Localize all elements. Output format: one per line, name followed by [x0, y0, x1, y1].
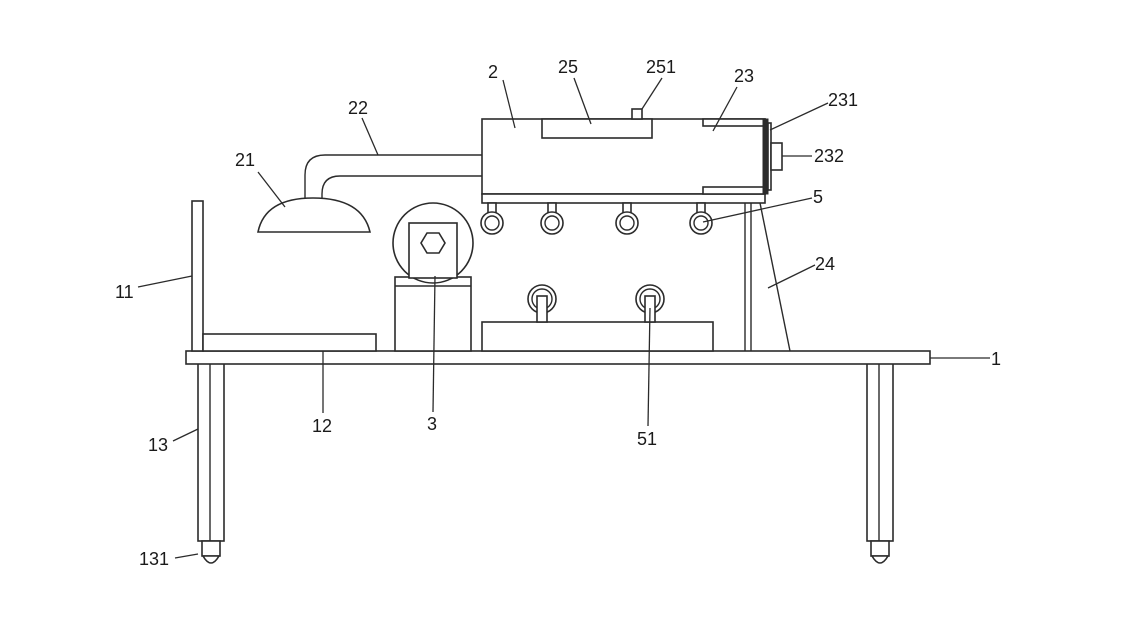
label-13: 13 — [148, 435, 168, 455]
label-25: 25 — [558, 57, 578, 77]
exhaust-duct — [304, 154, 482, 200]
label-12: 12 — [312, 416, 332, 436]
top-roller-2 — [540, 202, 564, 235]
top-roller-4 — [689, 202, 713, 235]
right-leg — [866, 362, 894, 564]
label-22: 22 — [348, 98, 368, 118]
label-24: 24 — [815, 254, 835, 274]
label-2: 2 — [488, 62, 498, 82]
suction-hood — [257, 197, 372, 233]
upper-housing — [481, 108, 783, 204]
support-frame — [744, 202, 791, 352]
table-top — [185, 350, 931, 365]
label-23: 23 — [734, 66, 754, 86]
top-roller-1 — [480, 202, 504, 235]
label-251: 251 — [646, 57, 676, 77]
label-51: 51 — [637, 429, 657, 449]
bottom-roller-left — [527, 284, 557, 323]
left-leg — [197, 362, 225, 564]
label-131: 131 — [139, 549, 169, 569]
top-roller-3 — [615, 202, 639, 235]
lower-platform — [481, 321, 714, 352]
label-231: 231 — [828, 90, 858, 110]
label-1: 1 — [991, 349, 1001, 369]
motor-assembly — [392, 202, 474, 352]
leader-lines — [137, 77, 990, 559]
label-232: 232 — [814, 146, 844, 166]
label-11: 11 — [115, 282, 134, 302]
back-plate — [191, 200, 204, 352]
label-21: 21 — [235, 150, 255, 170]
label-5: 5 — [813, 187, 823, 207]
reference-labels: 1 2 3 5 11 12 13 21 22 23 24 25 51 131 2… — [115, 57, 1001, 569]
label-3: 3 — [427, 414, 437, 434]
bed-plate — [202, 333, 377, 352]
